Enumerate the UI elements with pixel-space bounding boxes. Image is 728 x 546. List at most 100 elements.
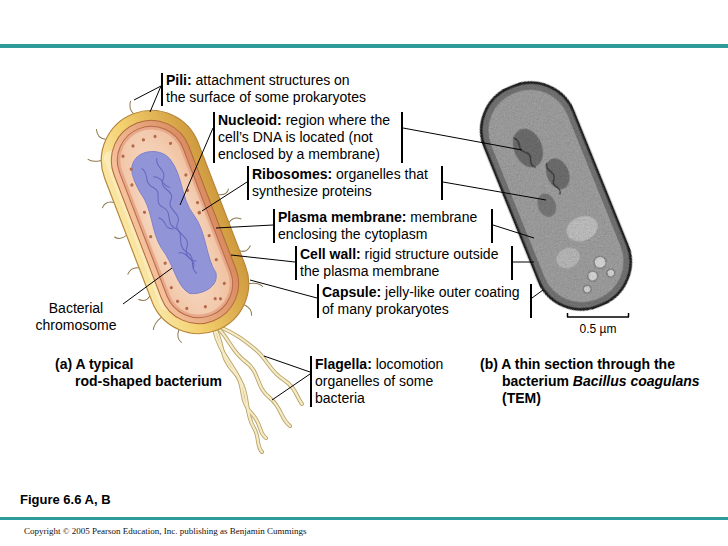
panel-caption-text: (a) A typical rod-shaped bacterium	[55, 356, 222, 389]
ribosomes-callout: Ribosomes:organelles that synthesize pro…	[252, 166, 438, 200]
callout-brackets-part	[213, 112, 215, 163]
ribosomes-part	[185, 306, 189, 310]
scale-bar	[567, 313, 629, 317]
tem-micrograph-part-part	[553, 244, 583, 272]
ribosomes-part	[153, 134, 157, 138]
rule-lines-part	[0, 44, 728, 48]
ribosomes-part	[129, 167, 133, 171]
leader-lines-part	[250, 280, 317, 298]
callout-brackets-part	[317, 284, 319, 318]
pili-part	[138, 295, 150, 302]
pili-part	[217, 189, 229, 197]
flagella-callout: Flagella:locomotion organelles of some b…	[315, 356, 449, 407]
pili-part	[101, 200, 114, 208]
species-name: Bacillus coagulans	[573, 373, 700, 389]
cell-wall-callout: Cell wall:rigid structure outside the pl…	[300, 246, 508, 280]
callout-brackets-part	[295, 246, 297, 280]
leader-lines-part	[532, 290, 543, 298]
callout-brackets-part	[310, 356, 312, 407]
capsule-callout: Capsule:jelly-like outer coating of many…	[322, 284, 527, 318]
callout-brackets-part	[247, 166, 249, 200]
pili-part	[150, 317, 164, 330]
part-label: Bacterial chromosome	[33, 300, 119, 334]
ribosomes-part	[214, 258, 218, 262]
ribosomes-part	[184, 173, 188, 177]
method-note: (TEM)	[502, 390, 707, 407]
dna-strands-part	[142, 163, 198, 278]
panel-caption: (a) A typical rod-shaped bacterium	[55, 356, 231, 390]
leader-lines	[123, 86, 546, 400]
part-name: Pili:	[166, 72, 192, 88]
ribosomes-part	[207, 234, 211, 238]
nucleoid-callout: Nucleoid:region where the cell’s DNA is …	[218, 112, 398, 163]
leader-lines-part	[150, 86, 161, 112]
tem-micrograph-part-part	[606, 268, 616, 278]
tem-micrograph-part-part	[563, 211, 602, 245]
part-name: Capsule:	[322, 284, 381, 300]
flagella	[214, 327, 302, 452]
rule-lines	[0, 44, 728, 520]
tem-micrograph-part-part	[542, 155, 574, 193]
ribosomes-part	[141, 138, 145, 142]
ribosomes-part	[142, 210, 146, 214]
plasma-membrane-callout: Plasma membrane:membrane enclosing the c…	[278, 209, 488, 243]
nucleoid	[126, 144, 222, 301]
callout-brackets-part	[441, 166, 443, 200]
leader-lines-part	[134, 86, 161, 100]
ribosomes-part	[197, 210, 202, 215]
callout-brackets-part	[511, 246, 513, 280]
pili-part	[176, 330, 184, 343]
leader-lines-part	[216, 225, 273, 228]
pili-part	[128, 101, 136, 114]
pili-part	[228, 216, 241, 224]
leader-lines-part	[403, 128, 522, 150]
ribosomes-part	[130, 183, 134, 187]
scale-bar-part	[567, 313, 569, 317]
pili-callout: Pili:attachment structures on the surfac…	[166, 72, 369, 106]
callout-brackets-part	[530, 284, 532, 318]
ribosomes-part	[131, 144, 135, 148]
scale-label: 0.5 µm	[568, 322, 628, 336]
panel-caption: (b) A thin section through the bacterium…	[480, 356, 707, 407]
ribosomes-part	[121, 154, 125, 158]
tem-micrograph-part-part	[582, 284, 592, 294]
part-name: Flagella:	[315, 356, 372, 372]
callout-brackets-part	[273, 209, 275, 243]
leader-lines-part	[231, 255, 295, 262]
pili-part	[249, 279, 263, 291]
ribosomes-part	[203, 305, 207, 309]
ribosomes-part	[176, 299, 180, 303]
dna-strands-part	[151, 158, 199, 269]
callout-brackets-part	[401, 112, 403, 163]
leader-lines-part	[272, 374, 310, 400]
flagella-part-part	[214, 329, 262, 452]
pili-part	[244, 303, 252, 317]
pili-part	[88, 155, 101, 165]
flagella-part	[214, 327, 302, 452]
copyright-note: Copyright © 2005 Pearson Education, Inc.…	[24, 526, 624, 537]
pili-part	[126, 266, 139, 274]
ribosomes-part	[163, 261, 167, 265]
part-description: attachment structures on the surface of …	[166, 72, 366, 105]
leader-lines-part	[443, 182, 546, 200]
callout-brackets-part	[161, 73, 163, 106]
ribosomes-part	[218, 297, 222, 301]
part-name: Cell wall:	[300, 246, 361, 262]
pili-part	[239, 246, 251, 253]
callout-brackets-part	[491, 209, 493, 243]
leader-lines-part	[264, 356, 310, 372]
part-name: Plasma membrane:	[278, 209, 406, 225]
tem-micrograph-part-part	[534, 191, 560, 220]
scale-bar-part	[567, 316, 629, 318]
pili-part	[96, 127, 106, 141]
flagella-part	[214, 327, 302, 452]
ribosomes-part	[149, 235, 153, 239]
flagella-part-part	[214, 329, 262, 452]
figure-caption: Figure 6.6 A, B	[20, 492, 111, 507]
scale-bar-part	[628, 313, 630, 317]
ribosomes-part	[169, 286, 173, 290]
leader-lines-part	[513, 262, 534, 263]
ribosomes-part	[222, 281, 226, 285]
leader-lines-part	[180, 128, 213, 205]
